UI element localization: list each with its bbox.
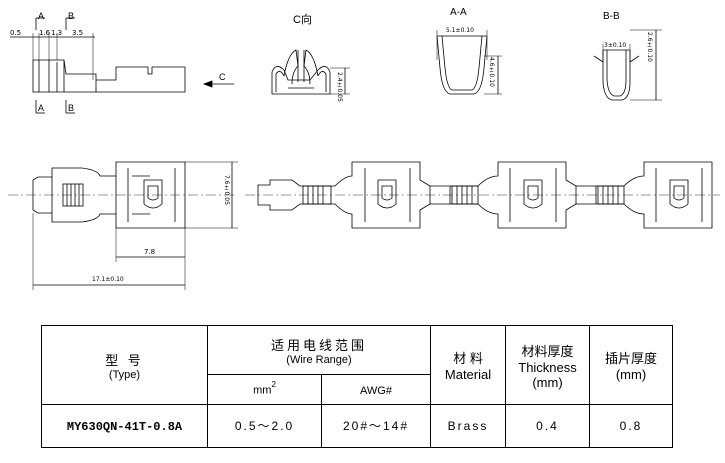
model-value: MY630QN-41T-0.8A — [66, 420, 183, 434]
view-c-arrow-label: C — [219, 72, 226, 82]
cell-tab: 0.8 — [589, 404, 674, 448]
mm2-sup: 2 — [271, 380, 276, 390]
dim-1-6: 1.6 — [39, 29, 51, 37]
header-mm2: mm2 — [207, 374, 322, 405]
section-mark-a-bottom: A — [38, 103, 45, 113]
section-bb — [593, 29, 662, 101]
tab-value: 0.8 — [619, 419, 643, 433]
dim-aa-width: 5.1±0.10 — [446, 27, 474, 34]
section-mark-a-top: A — [38, 11, 45, 21]
section-mark-b-bottom: B — [68, 103, 75, 113]
thickness-value: 0.4 — [536, 419, 559, 433]
dim-0-5: 0.5 — [10, 29, 22, 37]
dim-width-7-6: 7.6±0.05 — [223, 175, 230, 205]
cell-thickness: 0.4 — [505, 404, 591, 448]
dim-aa-height: 4.6±0.10 — [488, 57, 495, 87]
dim-c-height: 2.4±0.05 — [336, 72, 343, 102]
view-c-title: C向 — [293, 14, 312, 26]
view-c — [271, 49, 350, 95]
dim-length-7-8: 7.8 — [144, 248, 156, 256]
thickness-en: Thickness — [518, 359, 577, 375]
plan-view-single — [32, 161, 238, 290]
section-mark-b-top: B — [68, 11, 75, 21]
wire-range-cn: 适用电线范围 — [271, 337, 368, 353]
header-tab-thickness: 插片厚度 (mm) — [589, 325, 674, 405]
material-value: Brass — [447, 419, 489, 433]
tab-unit: (mm) — [615, 367, 647, 382]
thickness-cn: 材料厚度 — [521, 343, 574, 359]
tab-cn: 插片厚度 — [605, 351, 658, 366]
cell-material: Brass — [430, 404, 507, 448]
header-awg: AWG# — [320, 374, 432, 405]
section-aa-title: A-A — [450, 7, 467, 18]
awg-label: AWG# — [360, 384, 392, 397]
material-cn: 材 料 — [453, 351, 483, 366]
cell-mm2: 0.5～2.0 — [207, 404, 322, 448]
side-view — [10, 17, 234, 114]
plan-view-strip — [257, 161, 713, 229]
thickness-unit: (mm) — [532, 374, 563, 390]
header-wire-range: 适用电线范围 (Wire Range) — [206, 325, 432, 375]
type-en: (Type) — [108, 368, 141, 381]
cell-model: MY630QN-41T-0.8A — [41, 404, 208, 448]
type-cn: 型 号 — [105, 352, 144, 368]
header-type: 型 号 (Type) — [41, 325, 208, 405]
material-en: Material — [444, 367, 492, 382]
header-thickness: 材料厚度 Thickness (mm) — [505, 325, 591, 405]
mm2-label: mm — [253, 384, 272, 397]
cell-awg: 20#～14# — [320, 404, 432, 448]
section-bb-title: B-B — [603, 11, 620, 22]
spec-table: 型 号 (Type) 适用电线范围 (Wire Range) 材 料 Mater… — [41, 325, 674, 448]
dim-bb-height: 2.6±0.10 — [646, 32, 653, 62]
dim-length-17-1: 17.1±0.10 — [92, 276, 124, 283]
wire-range-en: (Wire Range) — [286, 353, 352, 366]
mm2-value: 0.5～2.0 — [234, 419, 295, 433]
dim-1-3: 1.3 — [51, 29, 63, 37]
dim-bb-width: 3±0.10 — [604, 42, 627, 49]
header-material: 材 料 Material — [430, 325, 507, 405]
dim-3-5: 3.5 — [72, 29, 84, 37]
awg-value: 20#～14# — [342, 419, 410, 433]
section-aa — [436, 30, 502, 95]
